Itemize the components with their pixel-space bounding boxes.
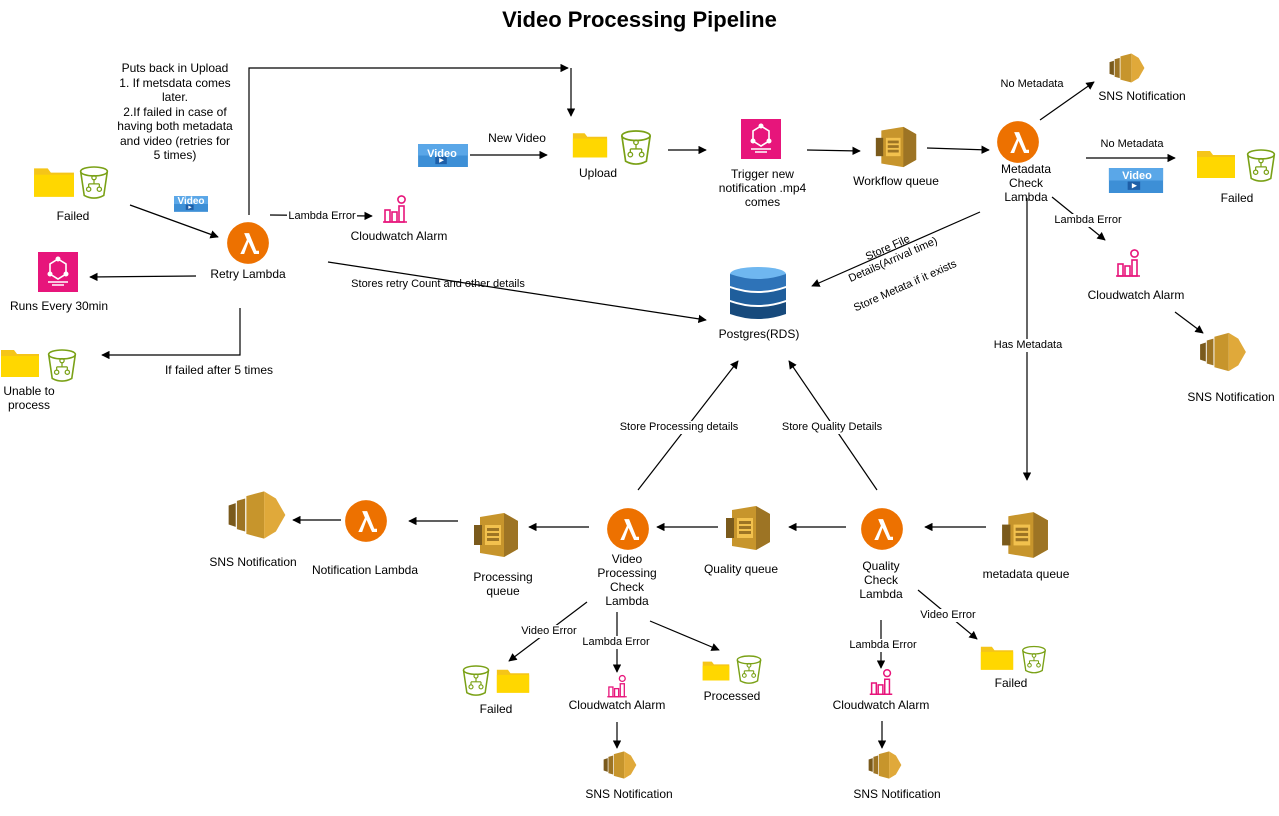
sns-icon [603, 751, 637, 779]
s3-bucket-icon [79, 166, 109, 199]
sns-icon [1109, 53, 1145, 83]
s3-bucket-icon [1246, 149, 1276, 182]
folder-icon [496, 669, 530, 693]
failed-label: Failed [1220, 191, 1254, 205]
edge-retry-unable [101, 308, 241, 360]
lambda-error-label: Lambda Error [287, 210, 357, 223]
edge-vp-processed [649, 620, 720, 651]
cloudwatch-icon [1115, 249, 1141, 277]
diagram-title: Video Processing Pipeline [502, 7, 777, 32]
cloudwatch-alarm-label: Cloudwatch Alarm [1087, 288, 1185, 302]
lambda-icon [861, 508, 903, 550]
failed-label: Failed [479, 702, 513, 716]
lambda-icon [345, 500, 387, 542]
folder-icon [702, 661, 730, 681]
video-badge-label: Video [427, 148, 457, 160]
no-metadata-label: No Metadata [1100, 138, 1164, 150]
edge-metadata-sns-top [1039, 81, 1095, 121]
cloudwatch-icon [869, 669, 893, 695]
edge-metadata-postgres [811, 211, 981, 287]
unable-to-process-label: Unable to process [3, 384, 55, 412]
sqs-queue-icon [726, 506, 770, 550]
no-metadata-label: No Metadata [1000, 78, 1064, 90]
sns-notification-label: SNS Notification [209, 555, 297, 569]
metadata-queue-label: metadata queue [982, 567, 1070, 581]
store-quality-label: Store Quality Details [778, 421, 886, 434]
trigger-label: Trigger new notification .mp4 comes [718, 167, 807, 209]
sns-icon [868, 751, 902, 779]
stores-retry-label: Stores retry Count and other details [351, 278, 525, 290]
edge-trigger-workflow [806, 146, 861, 156]
lambda-icon [607, 508, 649, 550]
edge-retry-eventbridge [89, 272, 197, 282]
cloudwatch-alarm-label: Cloudwatch Alarm [568, 698, 666, 712]
s3-bucket-icon [47, 349, 77, 382]
folder-icon [1197, 151, 1235, 178]
processing-queue-label: Processing queue [473, 570, 533, 598]
new-video-label: New Video [488, 131, 546, 145]
lambda-error-label: Lambda Error [1050, 214, 1126, 227]
edge-failed-retry [129, 204, 219, 239]
runs-every-label: Runs Every 30min [9, 299, 109, 313]
folder-icon [1, 350, 39, 377]
failed-label: Failed [994, 676, 1028, 690]
edge-workflow-metadatalambda [926, 145, 990, 154]
video-error-label: Video Error [918, 609, 978, 622]
cloudwatch-icon [606, 674, 628, 698]
upload-label: Upload [578, 166, 618, 180]
cloudwatch-alarm-label: Cloudwatch Alarm [832, 698, 930, 712]
eventbridge-icon [741, 119, 781, 159]
folder-icon [572, 133, 608, 158]
video-error-label: Video Error [518, 625, 580, 638]
sns-notification-label: SNS Notification [853, 787, 941, 801]
has-metadata-label: Has Metadata [990, 339, 1066, 352]
sns-notification-label: SNS Notification [1187, 390, 1275, 404]
store-processing-label: Store Processing details [616, 421, 742, 434]
s3-bucket-icon [1022, 645, 1046, 674]
video-badge-label: Video [1122, 170, 1152, 182]
edge-retry-postgres [327, 261, 707, 324]
rds-database-icon [730, 267, 786, 319]
edge-cw-sns-right [1174, 311, 1204, 334]
lambda-icon [997, 121, 1039, 163]
folder-icon [34, 168, 74, 197]
sns-notification-label: SNS Notification [585, 787, 673, 801]
sqs-queue-icon [474, 513, 518, 557]
puts-back-upload-label: Puts back in Upload 1. If metsdata comes… [117, 61, 233, 162]
edge-retry-up [248, 63, 569, 215]
sns-icon [228, 491, 286, 539]
cloudwatch-icon [382, 195, 408, 223]
processed-label: Processed [703, 689, 761, 703]
if-failed-label: If failed after 5 times [164, 363, 274, 377]
video-badge-label: Video [177, 196, 205, 207]
lambda-error-label: Lambda Error [578, 636, 654, 649]
lambda-error-label: Lambda Error [846, 639, 920, 652]
notification-lambda-label: Notification Lambda [311, 563, 419, 577]
video-processing-lambda-label: Video Processing Check Lambda [597, 552, 657, 608]
cloudwatch-alarm-label: Cloudwatch Alarm [350, 229, 448, 243]
quality-queue-label: Quality queue [703, 562, 779, 576]
eventbridge-icon [38, 252, 78, 292]
sns-notification-label: SNS Notification [1098, 89, 1186, 103]
postgres-label: Postgres(RDS) [718, 327, 800, 341]
retry-lambda-label: Retry Lambda [210, 267, 286, 281]
s3-bucket-icon [620, 130, 652, 165]
workflow-queue-label: Workflow queue [853, 174, 939, 188]
failed-label: Failed [56, 209, 90, 223]
folder-icon [980, 646, 1014, 670]
sns-icon [1200, 332, 1246, 372]
lambda-icon [227, 222, 269, 264]
sqs-queue-icon [875, 126, 917, 168]
s3-bucket-icon [462, 665, 490, 696]
metadata-check-lambda-label: Metadata Check Lambda [1000, 162, 1052, 204]
quality-check-lambda-label: Quality Check Lambda [859, 559, 903, 601]
s3-bucket-icon [736, 655, 762, 684]
sqs-queue-icon [1002, 512, 1048, 558]
